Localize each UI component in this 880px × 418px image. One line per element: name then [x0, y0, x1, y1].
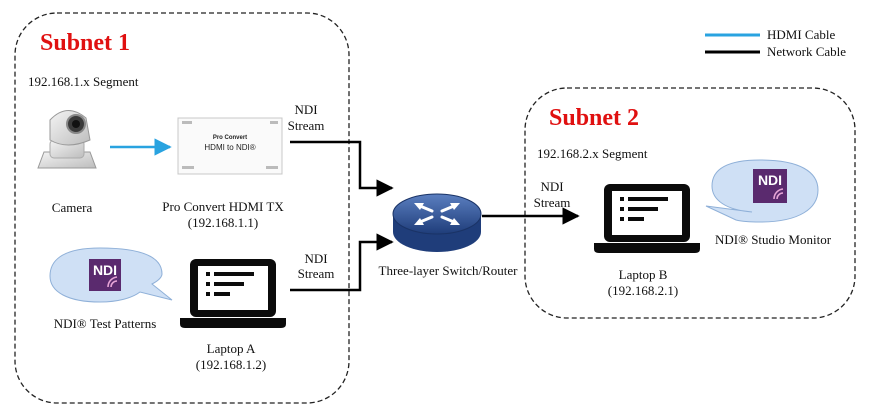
subnet2-segment-label: 192.168.2.x Segment — [537, 146, 648, 161]
studio-monitor-app-icon — [705, 159, 819, 223]
converter-device-icon — [177, 117, 283, 175]
legend-network-label: Network Cable — [767, 44, 847, 59]
laptop-a-ip: (192.168.1.2) — [195, 357, 267, 372]
laptop-b-ip: (192.168.2.1) — [607, 283, 679, 298]
stream-right-line1: NDI — [540, 179, 564, 194]
subnet1-segment-label: 192.168.1.x Segment — [28, 74, 139, 89]
subnet1-boundary — [14, 12, 350, 404]
converter-label: Pro Convert HDMI TX — [162, 199, 284, 214]
network-cable-converter-switch — [290, 140, 394, 197]
stream-right-line2: Stream — [533, 195, 571, 210]
switch-router-icon — [392, 193, 482, 252]
camera-label: Camera — [51, 200, 93, 215]
test-patterns-app-icon — [49, 247, 173, 303]
subnet1-title: Subnet 1 — [40, 30, 131, 56]
network-cable-laptop-a-switch — [290, 233, 394, 292]
test-patterns-label: NDI® Test Patterns — [53, 316, 157, 331]
laptop-a-icon — [180, 259, 286, 328]
test-patterns-logo-text: NDI — [92, 262, 118, 278]
stream-top-line1: NDI — [294, 102, 318, 117]
studio-monitor-logo-text: NDI — [757, 172, 783, 188]
laptop-b-label: Laptop B — [618, 267, 668, 282]
stream-bottom-line2: Stream — [297, 266, 335, 281]
laptop-b-icon — [594, 184, 700, 253]
stream-top-line2: Stream — [287, 118, 325, 133]
studio-monitor-label: NDI® Studio Monitor — [714, 232, 832, 247]
converter-face-model: HDMI to NDI® — [204, 143, 256, 152]
converter-ip: (192.168.1.1) — [187, 215, 259, 230]
switch-label: Three-layer Switch/Router — [378, 263, 518, 278]
legend-hdmi-label: HDMI Cable — [767, 27, 836, 42]
stream-bottom-line1: NDI — [304, 251, 328, 266]
camera-icon — [37, 110, 97, 169]
laptop-a-label: Laptop A — [206, 341, 256, 356]
subnet2-boundary — [524, 87, 856, 319]
converter-face-brand: Pro Convert — [212, 135, 248, 141]
subnet2-title: Subnet 2 — [549, 105, 640, 131]
